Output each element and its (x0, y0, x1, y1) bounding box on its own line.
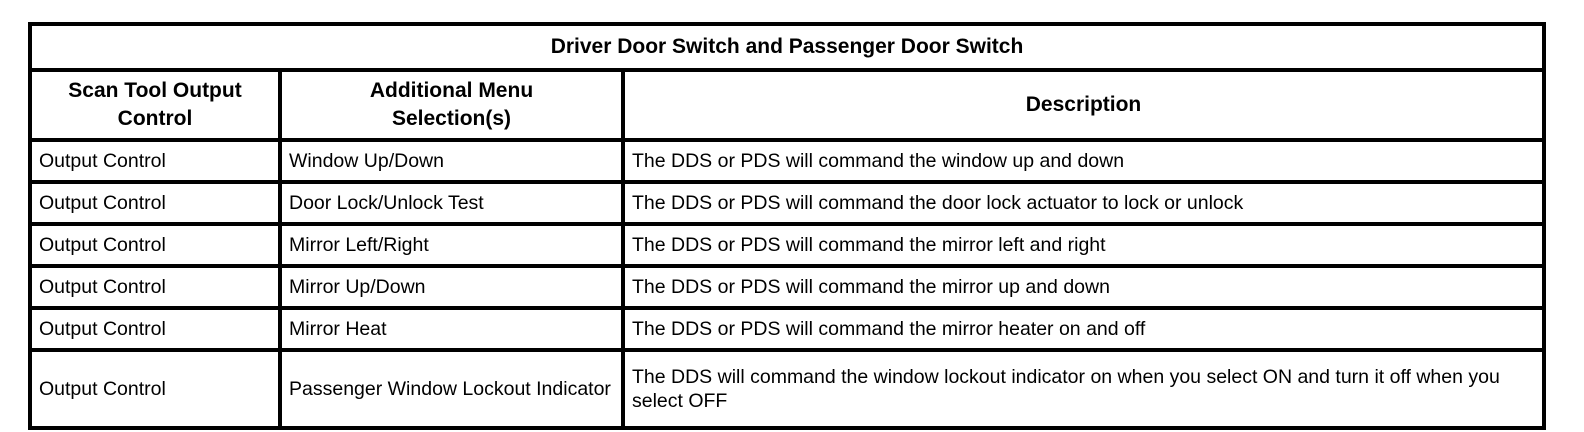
cell-output-control: Output Control (28, 348, 282, 430)
cell-menu-selection: Mirror Heat (278, 306, 625, 352)
header-description: Description (621, 68, 1546, 142)
header-scan-tool-output-control: Scan Tool Output Control (28, 68, 282, 142)
table-row: Output Control Passenger Window Lockout … (28, 348, 1546, 430)
table-title: Driver Door Switch and Passenger Door Sw… (28, 22, 1546, 72)
cell-output-control: Output Control (28, 180, 282, 226)
cell-menu-selection: Mirror Up/Down (278, 264, 625, 310)
cell-description: The DDS or PDS will command the mirror l… (621, 222, 1546, 268)
cell-description: The DDS or PDS will command the window u… (621, 138, 1546, 184)
table-row: Output Control Window Up/Down The DDS or… (28, 138, 1546, 184)
cell-menu-selection: Door Lock/Unlock Test (278, 180, 625, 226)
cell-menu-selection: Window Up/Down (278, 138, 625, 184)
door-switch-table: Driver Door Switch and Passenger Door Sw… (28, 22, 1546, 430)
cell-description: The DDS will command the window lockout … (621, 348, 1546, 430)
cell-output-control: Output Control (28, 138, 282, 184)
table-title-row: Driver Door Switch and Passenger Door Sw… (28, 22, 1546, 72)
cell-menu-selection: Passenger Window Lockout Indicator (278, 348, 625, 430)
table-row: Output Control Mirror Up/Down The DDS or… (28, 264, 1546, 310)
cell-description: The DDS or PDS will command the mirror h… (621, 306, 1546, 352)
header-additional-menu-selections: Additional Menu Selection(s) (278, 68, 625, 142)
cell-output-control: Output Control (28, 264, 282, 310)
table-row: Output Control Door Lock/Unlock Test The… (28, 180, 1546, 226)
cell-description: The DDS or PDS will command the mirror u… (621, 264, 1546, 310)
table-row: Output Control Mirror Heat The DDS or PD… (28, 306, 1546, 352)
cell-output-control: Output Control (28, 222, 282, 268)
table-header-row: Scan Tool Output Control Additional Menu… (28, 68, 1546, 142)
table-row: Output Control Mirror Left/Right The DDS… (28, 222, 1546, 268)
cell-output-control: Output Control (28, 306, 282, 352)
cell-menu-selection: Mirror Left/Right (278, 222, 625, 268)
cell-description: The DDS or PDS will command the door loc… (621, 180, 1546, 226)
